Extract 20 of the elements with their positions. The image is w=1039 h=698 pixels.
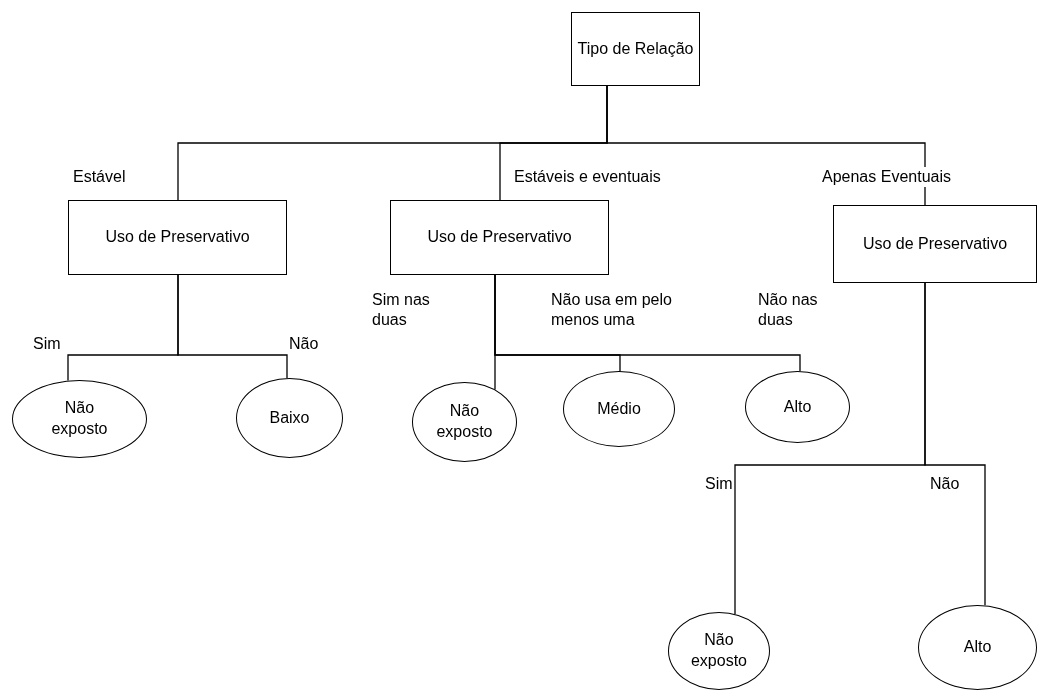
connector-line bbox=[924, 282, 986, 606]
edge-label: Apenas Eventuais bbox=[822, 167, 951, 187]
node-label: Médio bbox=[597, 398, 641, 419]
node-label: Uso de Preservativo bbox=[105, 227, 250, 248]
connector-line bbox=[606, 85, 926, 206]
decision-box bbox=[68, 200, 287, 275]
node-label: Não exposto bbox=[50, 398, 109, 439]
decision-box bbox=[833, 205, 1037, 283]
node-label: Não exposto bbox=[435, 401, 494, 442]
node-label: Uso de Preservativo bbox=[427, 227, 572, 248]
decision-box bbox=[571, 12, 700, 86]
node-label: Baixo bbox=[269, 407, 310, 428]
node-label: Alto bbox=[783, 396, 812, 417]
node-label: Não exposto bbox=[689, 630, 748, 671]
node-label: Tipo de Relação bbox=[577, 38, 694, 59]
node-label: Alto bbox=[963, 637, 992, 658]
connector-line bbox=[494, 274, 801, 372]
node-label: Uso de Preservativo bbox=[862, 233, 1008, 254]
decision-box bbox=[390, 200, 609, 275]
connector-line bbox=[177, 274, 288, 379]
